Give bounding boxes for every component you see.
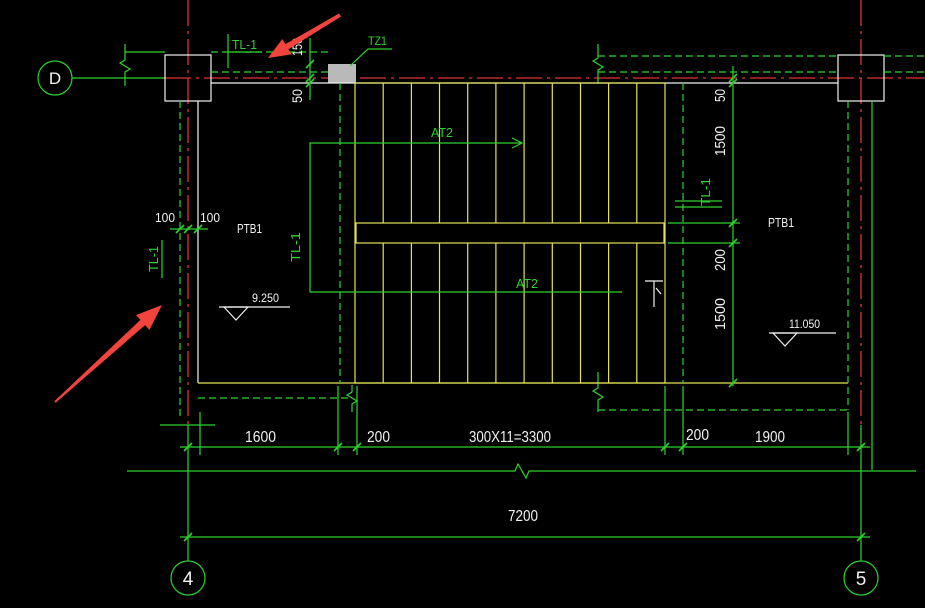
dim-tick	[193, 224, 203, 234]
axis-bubble-5: 5	[843, 560, 879, 596]
dim-tick	[183, 224, 193, 234]
dim-bottom-5: 1900	[755, 429, 785, 446]
dim-tick	[856, 532, 866, 542]
axis-bubble-4-label: 4	[183, 569, 194, 590]
dim-tick	[728, 238, 738, 248]
direction-mark-stroke	[655, 287, 662, 295]
axis-bubble-5-circle	[843, 560, 879, 596]
label-beam-wall-left: TL-1	[146, 246, 161, 272]
break-line-bottom	[127, 462, 916, 480]
dim-overall: 7200	[508, 508, 538, 525]
level-landing-right: 11.050	[789, 317, 820, 331]
axis-bubble-4-circle	[170, 560, 206, 596]
break-marks	[118, 44, 916, 480]
direction-mark-down	[645, 280, 663, 307]
dim-tick	[728, 218, 738, 228]
axis-bubble-4: 4	[170, 560, 206, 596]
annotation-arrow-top	[268, 13, 341, 58]
dim-tick	[305, 78, 315, 88]
walking-line-arrowhead	[511, 137, 524, 149]
dim-bottom-2: 200	[367, 429, 390, 446]
label-column-tz1: TZ1	[368, 34, 387, 48]
level-landing-left: 9.250	[252, 291, 279, 305]
dim-tick	[856, 442, 866, 452]
dimension-lines	[170, 38, 870, 542]
label-slab-right: PTB1	[768, 215, 794, 230]
dim-bottom-1: 1600	[245, 429, 276, 446]
stair-treads-lower	[382, 243, 638, 383]
axis-bubble-d-label: D	[49, 69, 61, 88]
grid-axes	[72, 0, 925, 561]
elevation-left-triangle	[222, 306, 250, 321]
label-beam-stair-left: TL-1	[288, 232, 303, 262]
level-labels: 9.250 11.050	[252, 291, 820, 331]
walking-line-path	[309, 142, 622, 293]
dim-tick	[305, 59, 315, 69]
label-beam-top: TL-1	[232, 37, 257, 52]
leader-lines	[160, 34, 722, 426]
dim-right-2: 1500	[712, 126, 729, 156]
axis-bubble-5-label: 5	[856, 569, 867, 590]
dim-right-4: 1500	[712, 298, 729, 330]
dim-tick	[660, 442, 670, 452]
stair	[354, 82, 666, 384]
dim-right-1: 50	[712, 89, 729, 102]
annotation-arrow-left	[54, 305, 162, 403]
walking-line	[309, 137, 622, 293]
label-beam-stair-right: TL-1	[698, 178, 713, 206]
dim-bottom-3: 300X11=3300	[469, 429, 551, 446]
column-right	[837, 54, 885, 102]
dim-tick	[678, 442, 688, 452]
dim-right-3: 200	[712, 249, 729, 271]
break-mark-top-right	[591, 44, 605, 84]
dim-wall-right: 100	[200, 210, 220, 225]
break-mark-bottom-left	[345, 385, 359, 412]
axis-bubble-d-circle	[37, 60, 73, 96]
dim-tick	[305, 73, 315, 83]
beam-lines	[125, 51, 925, 470]
elevation-symbols	[219, 306, 836, 347]
dim-tick	[728, 78, 738, 88]
dim-bottom-4: 200	[686, 427, 709, 444]
tz1-leader	[349, 48, 392, 67]
label-flight-upper: AT2	[431, 125, 453, 140]
member-labels: TL-1 TZ1 TL-1 TL-1 TL-1 PTB1 PTB1 AT2 AT…	[146, 34, 794, 291]
dim-tick	[183, 442, 193, 452]
dim-tick	[728, 378, 738, 388]
dim-tick	[175, 224, 185, 234]
stair-well	[355, 222, 665, 244]
annotation-arrows	[54, 13, 341, 403]
break-mark-top-left	[118, 44, 132, 86]
dim-tick	[352, 442, 362, 452]
label-slab-left: PTB1	[237, 221, 262, 236]
column-left	[164, 54, 212, 102]
elevation-right-triangle	[771, 332, 799, 347]
column-tz1-block	[328, 64, 356, 83]
break-mark-bottom-right	[591, 372, 605, 412]
dim-top-lower: 50	[289, 89, 305, 103]
stair-outline	[354, 82, 666, 384]
dim-wall-left: 100	[155, 210, 175, 225]
dim-tick	[728, 73, 738, 83]
columns	[164, 54, 885, 102]
dim-tick	[183, 532, 193, 542]
axis-bubble-d: D	[37, 60, 73, 96]
stair-treads-upper	[382, 83, 638, 223]
dim-tick	[333, 442, 343, 452]
label-flight-lower: AT2	[516, 276, 538, 291]
